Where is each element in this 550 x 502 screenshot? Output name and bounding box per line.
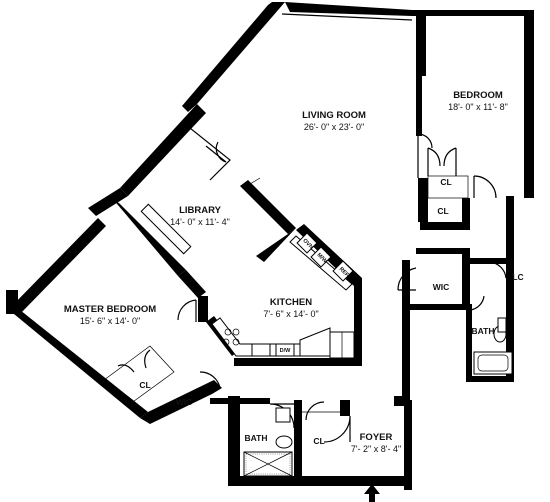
up-arrow-icon — [364, 484, 380, 502]
closet-label: CL — [437, 206, 448, 216]
master-bedroom-dims: 15'- 6" x 14'- 0" — [80, 316, 140, 326]
kitchen-name: KITCHEN — [270, 297, 312, 308]
foyer-name: FOYER — [360, 432, 393, 443]
foyer-dims: 7'- 2" x 8'- 4" — [351, 444, 401, 454]
closet-label: CL — [313, 436, 324, 446]
doors — [103, 127, 507, 443]
living-room-name: LIVING ROOM — [302, 110, 366, 121]
closet-label: CL — [440, 177, 451, 187]
library-dims: 14'- 0" x 11'- 4" — [170, 217, 230, 227]
closet-labels: CL CL WIC LC BATH CL WIC BATH CL — [139, 177, 523, 446]
dishwasher-label: D/W — [280, 348, 292, 354]
wic-label: WIC — [176, 397, 193, 407]
bedroom-name: BEDROOM — [453, 90, 503, 101]
bedroom-dims: 18'- 0" x 11'- 8" — [448, 102, 508, 112]
master-bedroom-name: MASTER BEDROOM — [64, 304, 156, 315]
fixtures — [140, 177, 513, 477]
wic-label: WIC — [433, 282, 450, 292]
lc-label: LC — [512, 272, 523, 282]
walls — [6, 2, 534, 490]
kitchen-dims: 7'- 6" x 14'- 0" — [263, 309, 318, 319]
library-name: LIBRARY — [179, 205, 222, 216]
bath-label: BATH — [245, 433, 268, 443]
living-room-dims: 26'- 0" x 23'- 0" — [304, 122, 364, 132]
closet-label: CL — [139, 380, 150, 390]
room-labels: LIVING ROOM 26'- 0" x 23'- 0" BEDROOM 18… — [64, 90, 508, 454]
bath-label: BATH — [472, 326, 495, 336]
